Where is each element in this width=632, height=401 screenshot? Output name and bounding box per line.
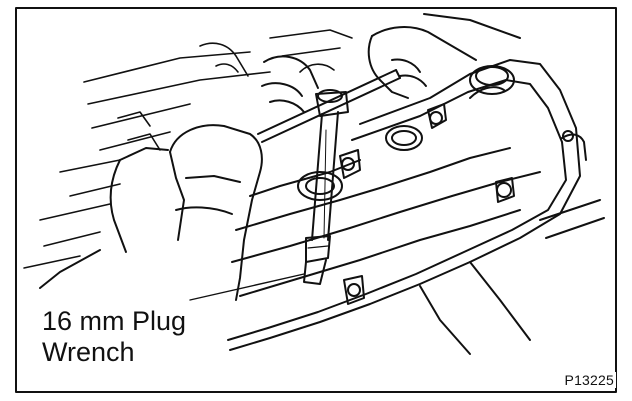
callout-line-1: 16 mm Plug [42,306,187,336]
engine-background [23,29,353,269]
valve-cover [227,59,605,355]
right-hand [261,13,521,113]
callout-leader [189,273,305,301]
plug-wrench [257,69,401,285]
callout-label: 16 mm Plug Wrench [40,306,193,368]
left-hand [39,124,263,301]
figure-id: P13225 [562,372,616,388]
callout-line-2: Wrench [42,337,135,367]
figure-border [15,7,617,393]
